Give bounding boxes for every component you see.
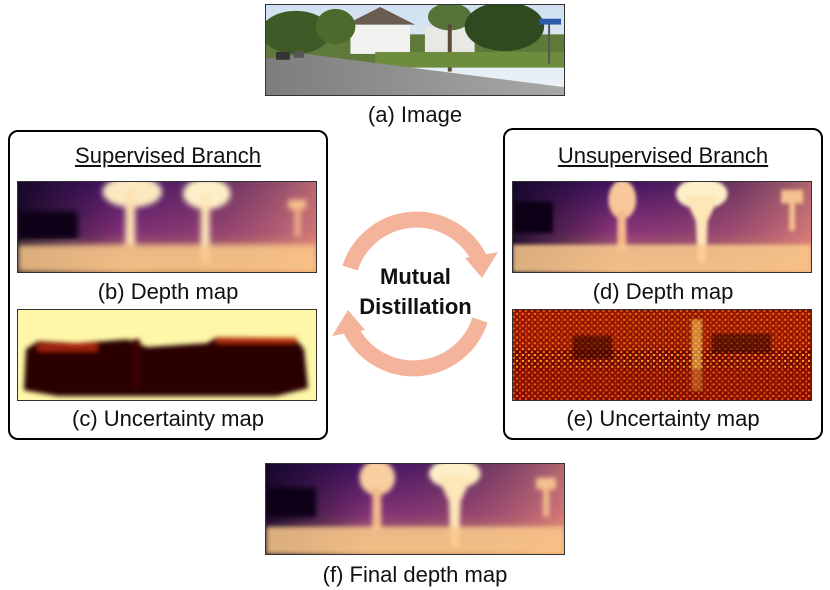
unsupervised-depth-map <box>512 181 812 273</box>
supervised-uncertainty-caption: (c) Uncertainty map <box>72 406 264 431</box>
final-depth-caption: (f) Final depth map <box>322 562 508 587</box>
unsupervised-depth-caption: (d) Depth map <box>592 279 734 304</box>
final-depth-map <box>265 463 565 555</box>
supervised-depth-caption: (b) Depth map <box>97 279 239 304</box>
street-image <box>265 4 565 96</box>
unsupervised-uncertainty-map <box>512 309 812 401</box>
mutual-label-line1: Mutual <box>380 264 451 289</box>
supervised-uncertainty-map <box>17 309 317 401</box>
unsupervised-branch-heading: Unsupervised Branch <box>557 143 769 168</box>
image-caption: (a) Image <box>367 102 463 127</box>
mutual-distillation-cycle-arrows <box>332 211 498 377</box>
supervised-branch-heading: Supervised Branch <box>75 143 261 168</box>
unsupervised-uncertainty-caption: (e) Uncertainty map <box>566 406 760 431</box>
mutual-label-line2: Distillation <box>359 294 472 319</box>
supervised-depth-map <box>17 181 317 273</box>
mutual-distillation-label: Mutual Distillation <box>348 262 483 322</box>
